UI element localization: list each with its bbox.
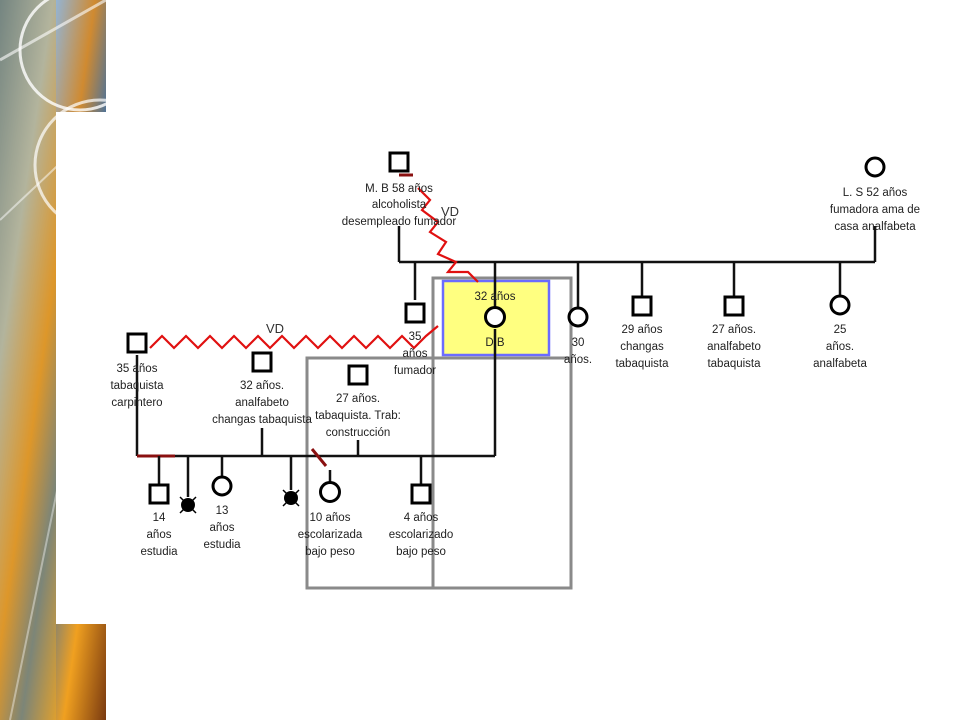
sib-25-label-3: analfabeta [813, 358, 867, 370]
child-4-label-3: bajo peso [396, 546, 446, 558]
violence-relation-2 [417, 187, 479, 283]
violence-label-1: VD [266, 321, 284, 336]
sib-27-label-2: analfabeto [707, 341, 761, 353]
grandmother-label-1: L. S 52 años [843, 187, 908, 199]
ex-35-label-2: tabaquista [110, 380, 164, 392]
household-box-inner [305, 356, 573, 590]
child-13-label-3: estudia [203, 539, 241, 551]
grandfather-label-2: alcoholista [372, 199, 427, 211]
child-4-symbol [410, 483, 432, 505]
grandfather-label-3: desempleado fumador [342, 216, 457, 228]
sib-29-label-3: tabaquista [615, 358, 669, 370]
violence-label-2: VD [441, 204, 459, 219]
sib-29-symbol [631, 295, 653, 317]
ex-32-label-2: analfabeto [235, 397, 289, 409]
partner-35-label-2: años [403, 348, 428, 360]
sib-27-symbol [723, 295, 745, 317]
partner-35-symbol [404, 302, 426, 324]
child-14-label-1: 14 [153, 512, 166, 524]
sib-27-label-3: tabaquista [707, 358, 761, 370]
child-14-label-3: estudia [140, 546, 178, 558]
ex-27-label-2: tabaquista. Trab: [315, 410, 401, 422]
index-patient-symbol [484, 306, 506, 328]
grandfather-label-1: M. B 58 años [365, 183, 433, 195]
grandmother-symbol [864, 156, 886, 178]
sib-29-label-2: changas [620, 341, 664, 353]
ex-35-label-1: 35 años [117, 363, 158, 375]
index-patient-label-2: D B [485, 337, 505, 349]
sib-25-label-1: 25 [834, 324, 847, 336]
sib-27-label-1: 27 años. [712, 324, 756, 336]
child-10-symbol [319, 481, 341, 503]
sib-25-symbol [829, 294, 851, 316]
sib-30-symbol [567, 306, 589, 328]
child-14-label-2: años [147, 529, 172, 541]
ex-27-symbol [347, 364, 369, 386]
ex-27-label-1: 27 años. [336, 393, 380, 405]
sib-30-label-1: 30 [572, 337, 585, 349]
child-10-label-2: escolarizada [298, 529, 363, 541]
ex-32-symbol [251, 351, 273, 373]
grandmother-label-2: fumadora ama de [830, 204, 920, 216]
partner-35-label-3: fumador [394, 365, 436, 377]
child-13-label-2: años [210, 522, 235, 534]
ex-27-label-3: construcción [326, 427, 391, 439]
ex-32-label-1: 32 años. [240, 380, 284, 392]
child-14-symbol [148, 483, 170, 505]
sib-29-label-1: 29 años [622, 324, 663, 336]
child-13-label-1: 13 [216, 505, 229, 517]
partner-35-label-1: 35 [409, 331, 422, 343]
grandfather-symbol [388, 151, 410, 173]
ex-35-label-3: carpintero [111, 397, 162, 409]
child-10-label-3: bajo peso [305, 546, 355, 558]
child-4-label-1: 4 años [404, 512, 439, 524]
sib-30-label-2: años. [564, 354, 592, 366]
sib-25-label-2: años. [826, 341, 854, 353]
child-13-symbol [211, 475, 233, 497]
index-patient-label-1: 32 años [475, 291, 516, 303]
ex-35-symbol [126, 332, 148, 354]
child-10-label-1: 10 años [310, 512, 351, 524]
grandmother-label-3: casa analfabeta [834, 221, 916, 233]
child-4-label-2: escolarizado [389, 529, 454, 541]
ex-32-label-3: changas tabaquista [212, 414, 312, 426]
violence-relation-1 [149, 325, 439, 350]
